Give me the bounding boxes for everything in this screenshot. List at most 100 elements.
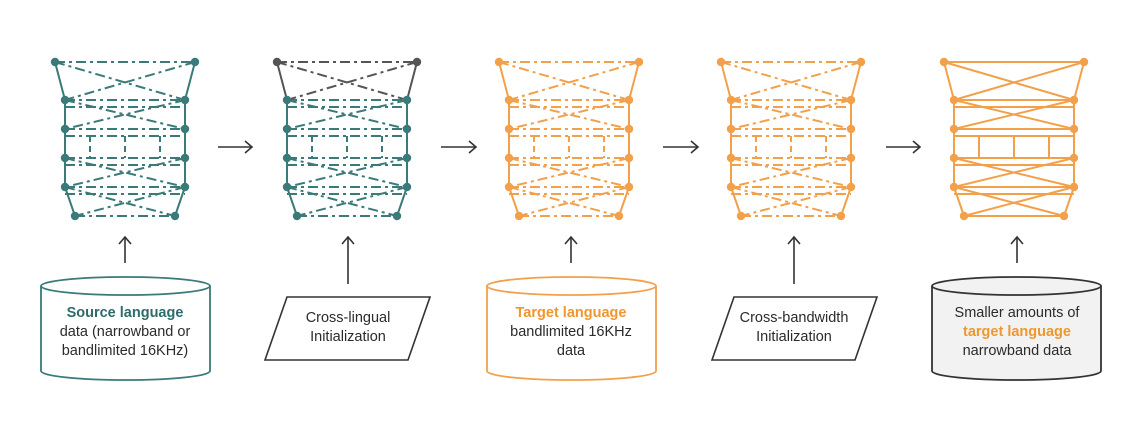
node (624, 182, 634, 192)
cross-edge (730, 157, 852, 188)
input-arrow-up (118, 235, 132, 263)
cross-edge (508, 61, 640, 101)
node (60, 95, 70, 105)
cross-edge (730, 157, 852, 188)
input-arrow-up (1010, 235, 1024, 263)
cross-edge (64, 157, 186, 188)
side-edge (54, 61, 66, 101)
flow-arrow-right (218, 140, 254, 154)
cross-edge (740, 186, 852, 217)
cross-edge (286, 99, 408, 130)
cross-edge (286, 186, 398, 217)
node (856, 57, 866, 67)
side-edge (720, 61, 732, 101)
box-label-line: Cross-bandwidth (739, 309, 849, 326)
network-1 (50, 57, 200, 221)
box-label-line: data (narrowband or (59, 323, 191, 340)
node (726, 182, 736, 192)
node (180, 124, 190, 134)
node (392, 211, 402, 221)
side-edge (628, 61, 640, 101)
side-edge (406, 61, 418, 101)
node (1069, 124, 1079, 134)
cross-edge (286, 61, 418, 101)
side-edge (953, 186, 965, 217)
cross-edge (720, 61, 852, 101)
side-edge (850, 61, 862, 101)
side-edge (64, 186, 76, 217)
node (1059, 211, 1069, 221)
node (402, 124, 412, 134)
node (939, 57, 949, 67)
side-edge (286, 186, 298, 217)
box-label-line: Initialization (310, 328, 386, 345)
box-label-line: Source language (66, 304, 184, 321)
side-edge (498, 61, 510, 101)
box-label-line: Initialization (756, 328, 832, 345)
node (272, 57, 282, 67)
cross-edge (943, 61, 1075, 101)
node (282, 153, 292, 163)
cross-edge (953, 61, 1085, 101)
node (494, 57, 504, 67)
node (846, 182, 856, 192)
side-edge (396, 186, 408, 217)
cross-edge (963, 186, 1075, 217)
node (614, 211, 624, 221)
side-edge (174, 186, 186, 217)
data-cylinder (931, 276, 1102, 381)
node (180, 182, 190, 192)
node (1069, 182, 1079, 192)
node (1079, 57, 1089, 67)
flow-arrow-right (441, 140, 478, 154)
cross-edge (953, 157, 1075, 188)
cross-edge (508, 157, 630, 188)
node (60, 182, 70, 192)
cross-edge (64, 186, 176, 217)
cross-edge (508, 157, 630, 188)
cross-edge (508, 186, 620, 217)
cross-edge (953, 186, 1065, 217)
node (716, 57, 726, 67)
node (624, 153, 634, 163)
network-4 (716, 57, 866, 221)
cross-edge (953, 99, 1075, 130)
cross-edge (54, 61, 186, 101)
cross-edge (508, 99, 630, 130)
cross-edge (286, 157, 408, 188)
node (846, 124, 856, 134)
node (949, 182, 959, 192)
cross-edge (508, 99, 630, 130)
network-2 (272, 57, 422, 221)
box-label-line: data (556, 342, 586, 359)
cross-edge (286, 157, 408, 188)
box-label-line: Target language (515, 304, 627, 321)
box-label-line: target language (963, 323, 1071, 340)
init-parallelogram (710, 296, 879, 361)
node (180, 153, 190, 163)
node (504, 153, 514, 163)
cross-edge (64, 99, 186, 130)
box-label-line: Cross-lingual (305, 309, 391, 326)
node (959, 211, 969, 221)
node (726, 124, 736, 134)
node (1069, 153, 1079, 163)
node (282, 124, 292, 134)
node (292, 211, 302, 221)
side-edge (1063, 186, 1075, 217)
side-edge (1073, 61, 1085, 101)
input-arrow-up (787, 235, 801, 284)
cross-edge (296, 186, 408, 217)
node (60, 153, 70, 163)
node (504, 95, 514, 105)
node (1069, 95, 1079, 105)
cross-edge (74, 186, 186, 217)
node (190, 57, 200, 67)
node (624, 95, 634, 105)
node (282, 182, 292, 192)
